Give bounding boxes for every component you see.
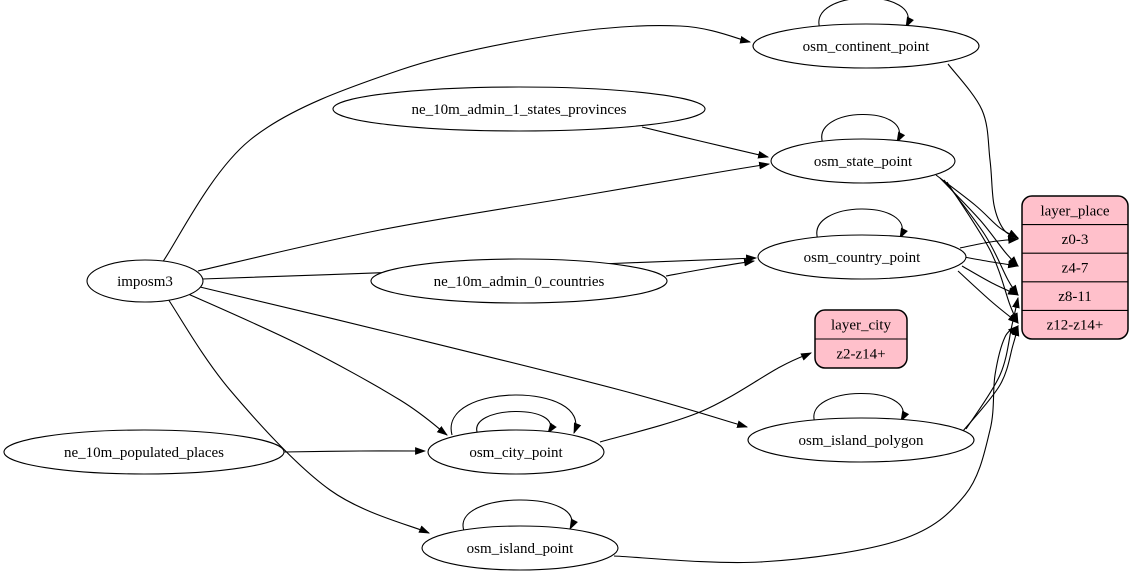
node-ne_10m_admin_0_countries: ne_10m_admin_0_countries [370, 258, 668, 304]
edge-osm_country_point-to-layer_place:z12-z14+ [957, 270, 1019, 324]
node-label-osm_country_point: osm_country_point [804, 250, 921, 266]
edge-osm_country_point-to-layer_place:z0-3 [959, 236, 1020, 249]
edge-osm_island_polygon-to-layer_place:z8-11 [965, 296, 1020, 430]
node-shape-osm_state_point [770, 138, 956, 184]
node-label-osm_island_polygon: osm_island_polygon [798, 433, 924, 449]
edge-osm_city_point-to-layer_city:z2-z14+ [599, 352, 813, 443]
edge-osm_country_point-to-layer_place:z8-11 [961, 265, 1019, 296]
node-shape-osm_country_point [757, 234, 967, 280]
node-osm_state_point: osm_state_point [770, 113, 956, 184]
record-layer_place: layer_place z0-3 z4-7 z8-11 z12-z14+ [1021, 195, 1129, 340]
node-label-osm_continent_point: osm_continent_point [803, 39, 930, 55]
edge-imposm3-to-osm_city_point [185, 292, 448, 436]
edge-ne_10m_populated_places-to-osm_city_point [283, 447, 427, 455]
record-row-layer_city-z2-z14+: z2-z14+ [836, 347, 885, 363]
node-osm_country_point: osm_country_point [757, 208, 967, 280]
record-row-layer_place-z4-7: z4-7 [1062, 261, 1089, 277]
edge-osm_country_point-to-layer_place:z4-7 [963, 256, 1020, 269]
node-label-imposm3: imposm3 [117, 274, 173, 290]
node-osm_island_point: osm_island_point [421, 499, 619, 571]
nodes-layer: imposm3 ne_10m_admin_1_states_provincesne… [3, 0, 1129, 571]
edge-imposm3-to-osm_continent_point [161, 25, 752, 264]
self-loop-osm_city_point-1 [450, 394, 582, 436]
self-loop-osm_city_point-0 [476, 410, 557, 436]
edge-osm_island_polygon-to-layer_place:z12-z14+ [962, 324, 1020, 432]
record-header-layer_city-layer_city: layer_city [831, 318, 891, 334]
node-shape-ne_10m_admin_1_states_provinces [332, 86, 706, 132]
record-row-layer_place-z8-11: z8-11 [1058, 289, 1092, 305]
node-osm_continent_point: osm_continent_point [752, 0, 980, 69]
node-shape-ne_10m_populated_places [3, 429, 285, 475]
self-loop-osm_island_polygon-0 [813, 393, 910, 424]
node-label-osm_state_point: osm_state_point [814, 154, 913, 170]
edge-ne_10m_admin_1_states_provinces-to-osm_state_point [641, 126, 770, 159]
node-ne_10m_populated_places: ne_10m_populated_places [3, 429, 285, 475]
record-layer_city: layer_city z2-z14+ [814, 309, 908, 369]
node-label-osm_city_point: osm_city_point [469, 445, 563, 461]
node-imposm3: imposm3 [86, 259, 204, 303]
edge-osm_state_point-to-layer_place:z8-11 [943, 179, 1019, 296]
edge-osm_island_point-to-layer_place:z12-z14+ [613, 325, 1019, 564]
node-shape-ne_10m_admin_0_countries [370, 258, 668, 304]
record-row-layer_place-z0-3: z0-3 [1062, 232, 1089, 248]
self-loop-osm_state_point-0 [821, 113, 906, 145]
node-osm_city_point: osm_city_point [427, 394, 605, 475]
node-shape-imposm3 [86, 259, 204, 303]
self-loop-osm_country_point-0 [816, 208, 908, 241]
edge-imposm3-to-osm_state_point [197, 161, 771, 272]
node-shape-osm_island_polygon [747, 417, 975, 463]
node-osm_island_polygon: osm_island_polygon [747, 393, 975, 463]
record-row-layer_place-z12-z14+: z12-z14+ [1047, 318, 1104, 334]
node-shape-osm_continent_point [752, 23, 980, 69]
record-header-layer_place-layer_place: layer_place [1040, 203, 1109, 219]
self-loop-osm_continent_point-0 [818, 0, 914, 30]
node-ne_10m_admin_1_states_provinces: ne_10m_admin_1_states_provinces [332, 86, 706, 132]
record-shape-layer_place [1021, 195, 1129, 340]
node-shape-osm_island_point [421, 525, 619, 571]
edge-imposm3-to-osm_island_polygon [199, 286, 749, 428]
edge-imposm3-to-osm_island_point [167, 298, 431, 534]
node-label-ne_10m_admin_1_states_provinces: ne_10m_admin_1_states_provinces [412, 102, 627, 118]
edges-layer [161, 25, 1020, 564]
node-label-ne_10m_populated_places: ne_10m_populated_places [64, 445, 224, 461]
self-loop-osm_island_point-0 [462, 499, 578, 532]
node-label-osm_island_point: osm_island_point [467, 541, 575, 557]
edge-osm_state_point-to-layer_place:z0-3 [935, 174, 1019, 239]
edge-ne_10m_admin_0_countries-to-osm_country_point [665, 258, 756, 277]
node-shape-osm_city_point [427, 429, 605, 475]
node-label-ne_10m_admin_0_countries: ne_10m_admin_0_countries [434, 274, 605, 290]
